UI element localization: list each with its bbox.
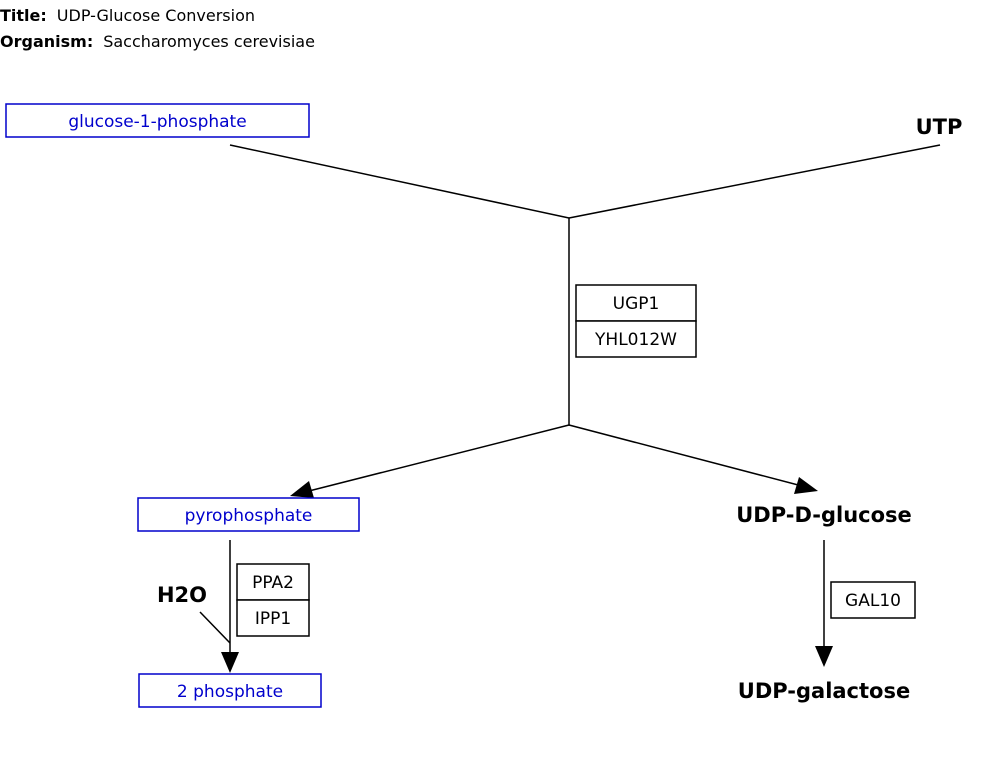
organism-line: Organism: Saccharomyces cerevisiae — [0, 32, 315, 51]
enzyme-gal10[interactable]: GAL10 — [830, 581, 916, 619]
metabolite-label: 2 phosphate — [177, 682, 283, 702]
enzyme-box — [236, 599, 310, 637]
enzyme-label: GAL10 — [845, 591, 901, 611]
metabolite-box — [138, 673, 322, 708]
metabolite-utp: UTP — [916, 115, 963, 139]
metabolite-h2o: H2O — [157, 583, 207, 607]
edge-glucose-1-phosphate-in — [229, 144, 570, 219]
metabolite-2-phosphate[interactable]: 2 phosphate — [138, 673, 322, 708]
enzyme-box — [830, 581, 916, 619]
enzyme-box — [575, 320, 697, 358]
edge-udp-d-glucose-out — [568, 424, 803, 487]
metabolite-box — [137, 497, 360, 532]
arrowhead-udp-d-glucose — [794, 477, 818, 494]
title-key: Title: — [0, 6, 47, 25]
arrowhead-pyrophosphate — [290, 481, 314, 498]
enzyme-box — [236, 563, 310, 601]
organism-name: Saccharomyces cerevisiae — [103, 32, 315, 51]
metabolite-box — [5, 103, 310, 138]
metabolite-udp-galactose: UDP-galactose — [738, 679, 910, 703]
arrowhead-udp-galactose — [815, 646, 833, 667]
enzyme-label: IPP1 — [255, 609, 291, 629]
metabolite-label: glucose-1-phosphate — [68, 112, 246, 132]
arrowhead-2-phosphate — [221, 652, 239, 673]
title-line: Title: UDP-Glucose Conversion — [0, 6, 255, 25]
edge-utp-in — [568, 144, 941, 219]
enzyme-label: YHL012W — [594, 330, 677, 350]
metabolite-pyrophosphate[interactable]: pyrophosphate — [137, 497, 360, 532]
edge-pyrophosphate-out — [304, 424, 570, 493]
metabolite-glucose-1-phosphate[interactable]: glucose-1-phosphate — [5, 103, 310, 138]
enzyme-label: PPA2 — [252, 573, 294, 593]
enzyme-label: UGP1 — [613, 294, 660, 314]
organism-key: Organism: — [0, 32, 94, 51]
metabolite-udp-d-glucose: UDP-D-glucose — [736, 503, 912, 527]
enzyme-yhl012w[interactable]: YHL012W — [575, 320, 697, 358]
enzyme-ppa2[interactable]: PPA2 — [236, 563, 310, 601]
page-title: UDP-Glucose Conversion — [56, 6, 256, 25]
enzyme-ipp1[interactable]: IPP1 — [236, 599, 310, 637]
enzyme-ugp1[interactable]: UGP1 — [575, 284, 697, 322]
metabolite-label: pyrophosphate — [185, 506, 313, 526]
edge-h2o-in — [199, 611, 231, 644]
